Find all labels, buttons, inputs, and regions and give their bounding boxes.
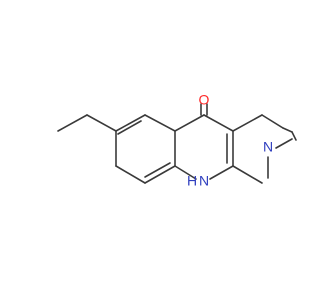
bond [144, 165, 176, 184]
bond [57, 114, 88, 132]
oxygen-label: O [199, 92, 210, 108]
bond [86, 114, 117, 132]
bond [282, 127, 293, 133]
bond [144, 162, 171, 178]
bond [261, 114, 284, 129]
molecule-canvas: O N H N [57, 92, 297, 189]
bond [209, 165, 234, 180]
bond [232, 165, 263, 184]
bond [203, 114, 234, 132]
ring-nh-n-label: N [199, 173, 209, 189]
bond [232, 114, 263, 132]
ring-nh-h-label: H [187, 173, 197, 189]
bond [144, 114, 176, 132]
bond [174, 165, 197, 180]
bond [115, 165, 146, 184]
molecule-structure: O N H N [57, 92, 297, 189]
bond [117, 120, 142, 135]
bond [174, 114, 205, 132]
amine-nitrogen-label: N [263, 139, 273, 155]
bond [291, 131, 297, 141]
bond [115, 114, 146, 132]
bond [275, 138, 293, 149]
